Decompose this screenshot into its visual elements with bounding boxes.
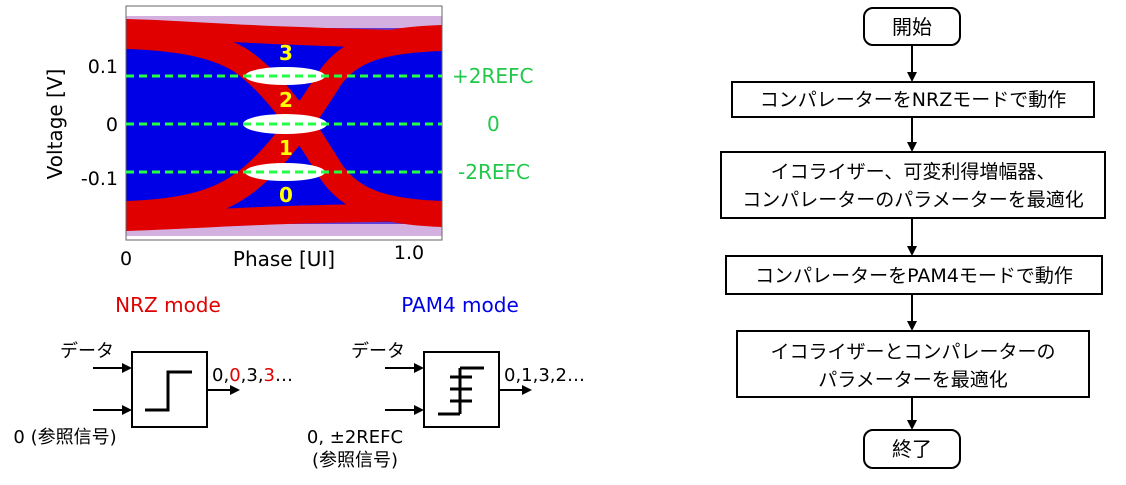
- y-tick-label: -0.1: [81, 168, 118, 190]
- eye-traces: [126, 16, 442, 236]
- flow-start-label: 開始: [892, 15, 932, 39]
- pam4-ref-label-line1: 0, ±2REFC: [307, 427, 403, 448]
- nrz-output-sequence: 0,0,3,3…: [212, 365, 293, 386]
- ref-label-minus: -2REFC: [458, 160, 530, 184]
- ref-label-plus: +2REFC: [452, 64, 533, 88]
- flow-step-2-box: [720, 151, 1106, 219]
- flow-step-1-label: コンパレーターをNRZモードで動作: [760, 89, 1066, 111]
- x-tick-label: 1.0: [394, 242, 424, 264]
- pam4-data-input-label: データ: [351, 341, 405, 362]
- pam4-multistep-symbol: [438, 366, 484, 416]
- pam4-output-sequence: 0,1,3,2…: [504, 365, 585, 386]
- flow-step-1-box: [731, 81, 1095, 118]
- eye-diagram: 3 2 1 0 +2REFC 0 -2REFC 0.1 0 -0.1 0 1.0…: [43, 5, 533, 271]
- nrz-step-symbol: [145, 370, 192, 412]
- nrz-traces: [126, 19, 442, 231]
- level-label-3: 3: [279, 41, 293, 65]
- pam4-mode-diagram: PAM4 mode データ 0,1,3,2… 0, ±2REFC (参照信号): [307, 293, 585, 471]
- level-label-0: 0: [279, 183, 293, 207]
- flow-step-2-label-line1: イコライザー、可変利得増幅器、: [771, 161, 1056, 183]
- flow-step-3-box: [725, 255, 1103, 295]
- level-label-2: 2: [279, 88, 293, 112]
- flow-step-4-label-line2: パラメーターを最適化: [818, 369, 1007, 391]
- nrz-data-input-label: データ: [60, 341, 114, 362]
- nrz-mode-diagram: NRZ mode データ 0,0,3,3… 0 (参照信号): [13, 293, 293, 448]
- flow-step-4-box: [736, 330, 1090, 398]
- nrz-ref-label: 0 (参照信号): [13, 427, 116, 448]
- x-tick-label: 0: [120, 248, 132, 270]
- nrz-mode-title: NRZ mode: [115, 293, 221, 317]
- flow-end-label: 終了: [892, 437, 932, 461]
- level-label-1: 1: [279, 136, 293, 160]
- x-axis-label: Phase [UI]: [233, 247, 335, 271]
- y-tick-label: 0: [106, 114, 118, 136]
- flowchart: 開始 コンパレーターをNRZモードで動作 イコライザー、可変利得増幅器、 コンパ…: [720, 7, 1106, 469]
- ref-lines: [126, 74, 442, 174]
- ref-label-zero: 0: [487, 112, 500, 136]
- flow-end-terminal: [863, 429, 961, 469]
- flow-step-3-label: コンパレーターをPAM4モードで動作: [755, 265, 1073, 287]
- pam4-mode-title: PAM4 mode: [401, 293, 519, 317]
- y-axis-label: Voltage [V]: [43, 69, 67, 180]
- pam4-ref-label-line2: (参照信号): [312, 450, 398, 471]
- y-tick-label: 0.1: [88, 56, 118, 78]
- flow-step-4-label-line1: イコライザーとコンパレーターの: [770, 341, 1055, 363]
- flow-step-2-label-line2: コンパレーターのパラメーターを最適化: [742, 189, 1083, 211]
